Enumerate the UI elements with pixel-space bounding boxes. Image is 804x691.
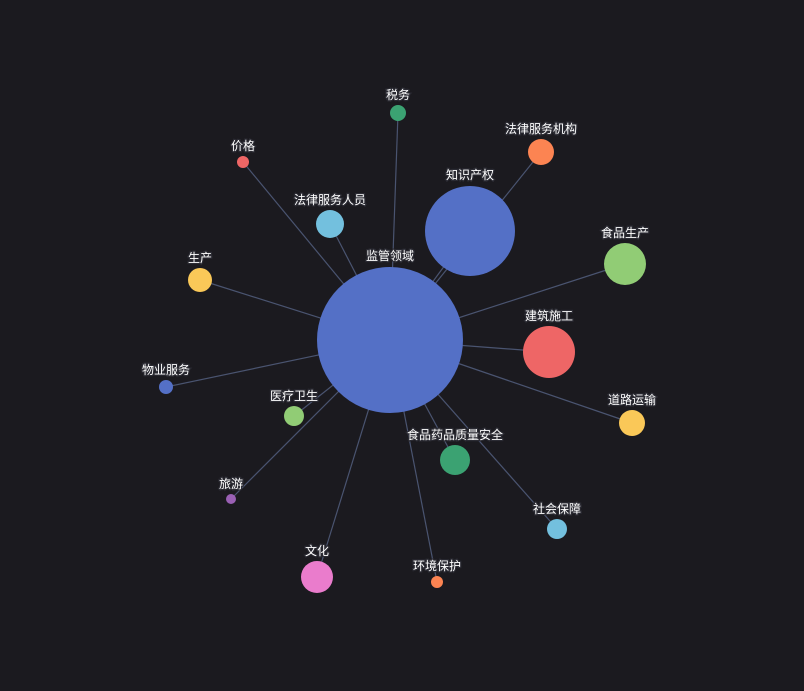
node-sc[interactable]: 生产 — [187, 250, 213, 292]
node-circle-flfwjg[interactable] — [528, 139, 554, 165]
node-jg[interactable]: 价格 — [230, 137, 256, 168]
node-label-flfwry: 法律服务人员 — [294, 192, 366, 207]
node-wyfw[interactable]: 物业服务 — [141, 361, 191, 394]
node-shbz[interactable]: 社会保障 — [532, 500, 582, 539]
node-circle-flfwry[interactable] — [316, 210, 344, 238]
node-circle-wyfw[interactable] — [159, 380, 173, 394]
node-label-ylws: 医疗卫生 — [270, 389, 318, 403]
node-label-jzsg: 建筑施工 — [525, 308, 573, 323]
node-center[interactable]: 监管领域 — [317, 247, 463, 413]
node-circle-jzsg[interactable] — [523, 326, 575, 378]
node-label-wyfw: 物业服务 — [142, 362, 190, 377]
node-dlys[interactable]: 道路运输 — [607, 391, 657, 436]
node-label-swu: 税务 — [386, 87, 410, 102]
node-jzsg[interactable]: 建筑施工 — [523, 307, 575, 378]
node-circle-jg[interactable] — [237, 156, 249, 168]
node-circle-swu[interactable] — [390, 105, 406, 121]
node-circle-center[interactable] — [317, 267, 463, 413]
node-circle-dlys[interactable] — [619, 410, 645, 436]
node-label-center: 监管领域 — [366, 248, 414, 263]
node-hjbh[interactable]: 环境保护 — [412, 557, 462, 588]
node-label-hjbh: 环境保护 — [413, 558, 461, 573]
node-label-ly: 旅游 — [219, 477, 243, 491]
node-label-jg: 价格 — [231, 138, 255, 153]
node-circle-ly[interactable] — [226, 494, 236, 504]
node-circle-sc[interactable] — [188, 268, 212, 292]
node-label-spsc: 食品生产 — [601, 225, 649, 240]
node-ylws[interactable]: 医疗卫生 — [269, 388, 319, 426]
node-label-zscq: 知识产权 — [446, 168, 494, 182]
node-circle-ylws[interactable] — [284, 406, 304, 426]
node-flfwjg[interactable]: 法律服务机构 — [504, 120, 578, 165]
node-spyp[interactable]: 食品药品质量安全 — [406, 426, 504, 475]
node-swu[interactable]: 税务 — [385, 86, 411, 121]
node-zscq[interactable]: 知识产权 — [425, 167, 515, 276]
node-circle-wh[interactable] — [301, 561, 333, 593]
node-circle-spyp[interactable] — [440, 445, 470, 475]
node-label-flfwjg: 法律服务机构 — [505, 121, 577, 136]
node-flfwry[interactable]: 法律服务人员 — [293, 191, 367, 238]
node-label-sc: 生产 — [188, 251, 212, 265]
node-wh[interactable]: 文化 — [301, 542, 333, 593]
node-circle-zscq[interactable] — [425, 186, 515, 276]
node-spsc[interactable]: 食品生产 — [600, 224, 650, 285]
node-ly[interactable]: 旅游 — [218, 476, 244, 504]
node-circle-spsc[interactable] — [604, 243, 646, 285]
node-circle-shbz[interactable] — [547, 519, 567, 539]
node-label-wh: 文化 — [305, 543, 329, 558]
node-label-shbz: 社会保障 — [533, 501, 581, 516]
node-label-dlys: 道路运输 — [608, 392, 656, 407]
node-circle-hjbh[interactable] — [431, 576, 443, 588]
node-label-spyp: 食品药品质量安全 — [407, 427, 503, 442]
